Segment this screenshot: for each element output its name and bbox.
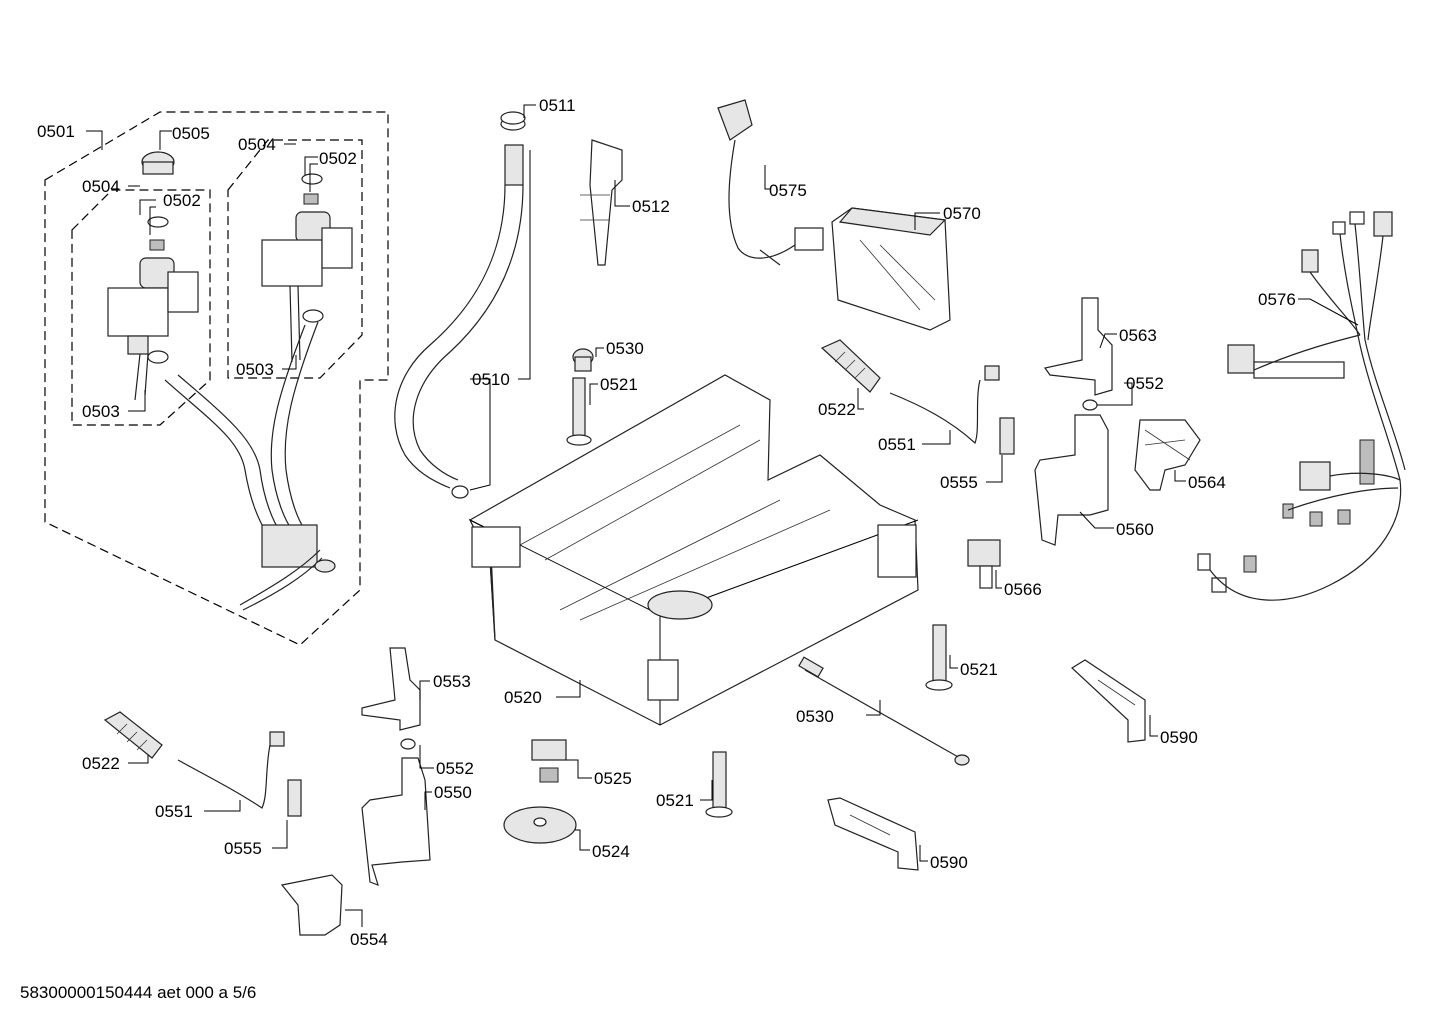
group-0501-outline — [44, 111, 389, 646]
label-0503-left: 0503 — [82, 402, 120, 421]
label-0530-top: 0530 — [606, 339, 644, 358]
bracket-0564 — [1134, 419, 1201, 491]
mains-cable-0575 — [717, 99, 824, 266]
nut-left — [149, 239, 165, 251]
hose-left — [164, 379, 269, 536]
label-0522-left: 0522 — [82, 754, 120, 773]
hose-right — [270, 324, 306, 531]
label-0512: 0512 — [632, 197, 670, 216]
spring-0522-left — [103, 711, 163, 759]
label-0551-right: 0551 — [878, 435, 916, 454]
drain-hose-0510 — [394, 111, 526, 499]
document-footer: 58300000150444 aet 000 a 5/6 — [20, 983, 256, 1002]
label-0551-left: 0551 — [155, 802, 193, 821]
label-0590-bottom: 0590 — [930, 853, 968, 872]
hinge-plate-0560 — [1034, 414, 1109, 546]
hose-left-2 — [177, 374, 283, 536]
base-tub-0520 — [468, 374, 919, 726]
label-0521-top: 0521 — [600, 375, 638, 394]
foot-screw-0521-right — [925, 624, 953, 691]
clip-0552-right — [1082, 399, 1098, 411]
foot-screw-0521-top — [566, 377, 592, 446]
label-0563: 0563 — [1119, 326, 1157, 345]
label-0520: 0520 — [504, 688, 542, 707]
vent-0590-right — [1071, 659, 1146, 743]
label-0525: 0525 — [594, 769, 632, 788]
hose-end-ring — [451, 485, 469, 499]
label-0555-right: 0555 — [940, 473, 978, 492]
clip-0555-left — [287, 779, 302, 817]
label-0555-left: 0555 — [224, 839, 262, 858]
label-0564: 0564 — [1188, 473, 1226, 492]
foot-screw-0521-bottom — [705, 751, 733, 818]
label-0502-left: 0502 — [163, 191, 201, 210]
label-0552-left: 0552 — [436, 759, 474, 778]
nut-right — [303, 193, 319, 205]
label-0502-right: 0502 — [319, 149, 357, 168]
cover-0554 — [280, 874, 343, 936]
leader-lines — [86, 104, 1359, 927]
label-0521-bottom: 0521 — [656, 791, 694, 810]
hinge-0563 — [1043, 297, 1113, 396]
label-0504-right: 0504 — [238, 135, 276, 154]
control-module-0570 — [831, 207, 951, 331]
label-0511: 0511 — [539, 96, 576, 115]
hinge-0553 — [361, 647, 421, 731]
hinge-plate-0550 — [361, 757, 431, 886]
disc-0524 — [503, 806, 577, 844]
label-0522-right: 0522 — [818, 400, 856, 419]
cap-0505-body — [142, 161, 174, 175]
part-labels: 0501 0505 0504 0502 0503 0504 0502 0503 … — [37, 96, 1296, 949]
cable-0551-left — [177, 731, 285, 809]
label-0554: 0554 — [350, 930, 388, 949]
sensor-0566 — [967, 539, 1001, 589]
cable-0551-right — [889, 365, 1000, 445]
seal-0502-right — [301, 173, 323, 185]
label-0570: 0570 — [943, 204, 981, 223]
manifold — [261, 524, 318, 568]
label-0503-right: 0503 — [236, 360, 274, 379]
hose-bracket-0512 — [580, 139, 623, 266]
seal-0502-left — [147, 216, 169, 228]
wiring-harness-0576 — [1197, 211, 1406, 601]
label-0510: 0510 — [472, 370, 510, 389]
clip-0552-left — [400, 738, 416, 750]
label-0521-right: 0521 — [960, 660, 998, 679]
label-0550: 0550 — [434, 783, 472, 802]
label-0530-bottom: 0530 — [796, 707, 834, 726]
spring-0522-right — [820, 339, 881, 393]
inlet-valve-right — [261, 211, 353, 363]
label-0575: 0575 — [769, 181, 807, 200]
outlet-tube — [239, 549, 321, 606]
inlet-valve-left — [107, 257, 199, 401]
label-0504-left: 0504 — [82, 177, 120, 196]
vent-0590-bottom — [827, 797, 919, 871]
label-0590-right: 0590 — [1160, 728, 1198, 747]
label-0576: 0576 — [1258, 290, 1296, 309]
hose-right-2 — [284, 321, 319, 531]
group-0504-left-outline — [71, 189, 211, 426]
connector-0525 — [531, 739, 567, 783]
label-0553: 0553 — [433, 672, 471, 691]
label-0505: 0505 — [172, 124, 210, 143]
label-0524: 0524 — [592, 842, 630, 861]
label-0552-right: 0552 — [1126, 374, 1164, 393]
rod-0530 — [798, 656, 970, 766]
label-0566: 0566 — [1004, 580, 1042, 599]
label-0560: 0560 — [1116, 520, 1154, 539]
label-0501: 0501 — [37, 122, 75, 141]
valve-assembly-group — [44, 111, 389, 646]
clip-0555-right — [999, 417, 1015, 455]
group-0504-right-outline — [227, 139, 363, 379]
